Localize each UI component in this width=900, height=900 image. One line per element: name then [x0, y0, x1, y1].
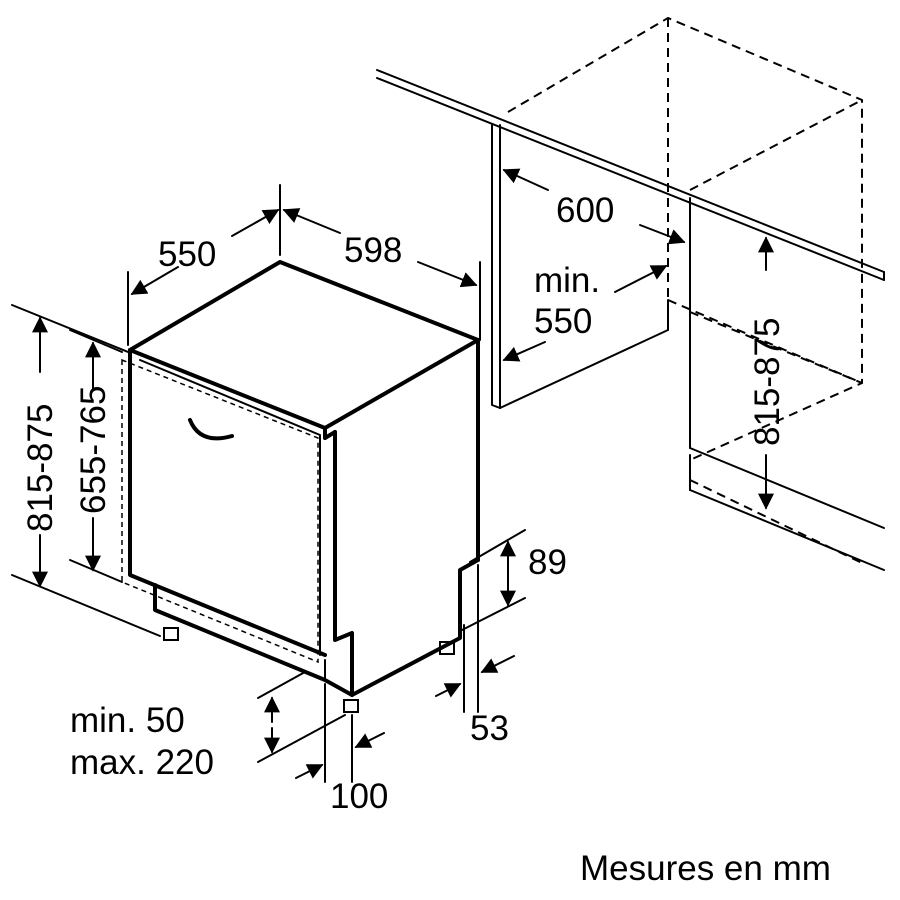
- label-plinth-depth: 53: [470, 709, 509, 748]
- label-plinth-height: 89: [528, 543, 567, 582]
- label-appliance-height: 815-875: [21, 404, 60, 532]
- foot-front-right: [343, 699, 359, 713]
- door-handle: [188, 418, 234, 441]
- label-door-height: 655-765: [74, 386, 113, 514]
- label-niche-min-value: 550: [534, 302, 592, 341]
- foot-front-left: [163, 627, 179, 641]
- dishwasher-body: [121, 260, 480, 713]
- foot-rear-right: [439, 641, 455, 655]
- label-foot-setback: 100: [330, 777, 388, 816]
- units-note: Mesures en mm: [580, 849, 831, 888]
- installation-niche: [376, 16, 885, 571]
- label-width: 598: [344, 231, 402, 270]
- label-niche-height: 815-875: [748, 318, 787, 446]
- label-foot-min: min. 50: [70, 701, 185, 740]
- label-depth: 550: [158, 235, 216, 274]
- label-foot-max: max. 220: [70, 743, 214, 782]
- dimension-lines: [11, 168, 774, 783]
- label-niche-width: 600: [556, 191, 614, 230]
- label-niche-min: min.: [534, 261, 600, 300]
